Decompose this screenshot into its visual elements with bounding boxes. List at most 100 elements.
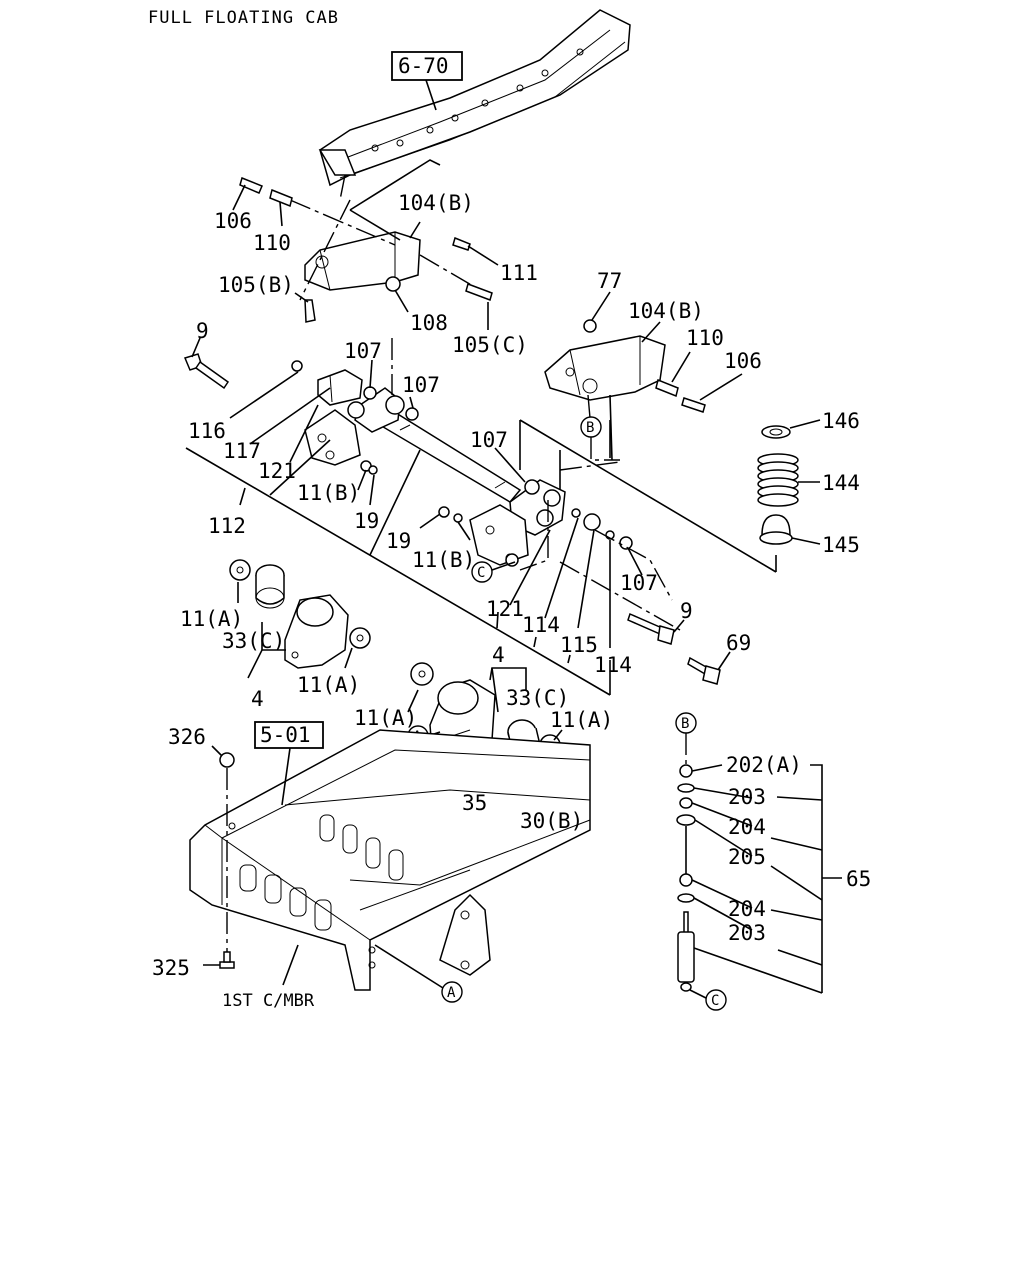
label-19-lower: 19 [386, 529, 411, 553]
label-106-upper: 106 [214, 209, 252, 233]
bolt-111 [452, 236, 471, 251]
label-77: 77 [597, 269, 622, 293]
label-203-upper: 203 [728, 785, 766, 809]
label-107c: 107 [470, 428, 508, 452]
label-110-upper: 110 [253, 231, 291, 255]
bolt-121 [505, 553, 519, 567]
label-4-left: 4 [251, 687, 264, 711]
callout-c-lower [705, 989, 727, 1011]
bracket-left [304, 231, 421, 292]
label-65: 65 [846, 867, 871, 891]
bolt-9-lower [627, 612, 675, 645]
torsion-bar [304, 387, 566, 566]
label-33c-left: 33(C) [222, 629, 285, 653]
label-117: 117 [223, 439, 261, 463]
nut-77 [583, 319, 597, 333]
label-116: 116 [188, 419, 226, 443]
label-111: 111 [500, 261, 538, 285]
bushing-204-upper [679, 797, 693, 809]
bolt-105c [465, 283, 493, 301]
bolt-9-upper [183, 353, 230, 390]
washer-11a-b [349, 627, 371, 649]
callout-b-upper-label: B [586, 420, 594, 436]
frame-rail [318, 9, 631, 187]
part-labels: 106 110 104(B) 111 105(B) 108 105(C) 77 … [152, 191, 871, 1011]
bolt-105b [304, 299, 316, 323]
coil-spring-144 [757, 453, 799, 507]
bolt-325 [219, 951, 235, 969]
label-115: 115 [560, 633, 598, 657]
label-326: 326 [168, 725, 206, 749]
label-33c-center: 33(C) [506, 686, 569, 710]
frame-ref-box [391, 51, 463, 81]
label-108: 108 [410, 311, 448, 335]
label-110-right: 110 [686, 326, 724, 350]
washer-107d [619, 536, 633, 550]
label-35: 35 [462, 791, 487, 815]
label-11a-a: 11(A) [180, 607, 243, 631]
washer-205 [676, 814, 696, 826]
label-121a: 121 [258, 459, 296, 483]
label-144: 144 [822, 471, 860, 495]
label-11b-upper: 11(B) [297, 481, 360, 505]
label-9-lower: 9 [680, 599, 693, 623]
callout-c-upper [471, 561, 493, 583]
washer-203-upper [677, 783, 695, 793]
diagram-title: FULL FLOATING CAB [148, 8, 339, 28]
bolt-106-right [681, 397, 706, 413]
label-11a-b: 11(A) [297, 673, 360, 697]
label-19-upper: 19 [354, 509, 379, 533]
frame-ref-label: 6-70 [398, 54, 449, 78]
bushing-115 [583, 513, 601, 531]
shock-absorber [677, 911, 695, 992]
mount-bracket-left [284, 594, 349, 669]
nut-19-upper [368, 465, 378, 475]
bolt-110-right [655, 378, 679, 398]
label-107b: 107 [402, 373, 440, 397]
nut-11b-lower [453, 513, 463, 523]
bolt-110-upper [269, 188, 293, 208]
label-121b: 121 [486, 597, 524, 621]
bracket-right [544, 335, 666, 401]
label-107a: 107 [344, 339, 382, 363]
washer-11a-a [229, 559, 251, 581]
label-203-lower: 203 [728, 921, 766, 945]
nut-326 [219, 752, 235, 768]
label-4-center: 4 [492, 643, 505, 667]
washer-107b [405, 407, 419, 421]
spring-seat-146 [761, 425, 791, 439]
label-107d: 107 [620, 571, 658, 595]
label-104b-left: 104(B) [398, 191, 474, 215]
label-202a: 202(A) [726, 753, 802, 777]
washer-11a-c [410, 662, 434, 686]
washer-107c [524, 479, 540, 495]
label-30b: 30(B) [520, 809, 583, 833]
callout-c-upper-label: C [477, 565, 485, 581]
washer-203-lower [677, 893, 695, 903]
label-69: 69 [726, 631, 751, 655]
bump-stopper-145 [759, 514, 793, 545]
label-105c: 105(C) [452, 333, 528, 357]
label-11a-d: 11(A) [550, 708, 613, 732]
label-204-lower: 204 [728, 897, 766, 921]
label-11b-lower: 11(B) [412, 548, 475, 572]
bolt-116-head [291, 360, 303, 372]
label-204-upper: 204 [728, 815, 766, 839]
nut-19-lower [438, 506, 450, 518]
callout-b-lower-label: B [681, 716, 689, 732]
washer-107a [363, 386, 377, 400]
label-114a: 114 [522, 613, 560, 637]
bushing-204-lower [679, 873, 693, 887]
label-114b: 114 [594, 653, 632, 677]
label-104b-right: 104(B) [628, 299, 704, 323]
label-106-right: 106 [724, 349, 762, 373]
callout-a-lower-label: A [447, 985, 456, 1001]
callout-a-lower [441, 981, 463, 1003]
pin-114a [571, 508, 581, 518]
crossmember-frame [189, 729, 591, 991]
label-325: 325 [152, 956, 190, 980]
label-146: 146 [822, 409, 860, 433]
label-9-upper: 9 [196, 319, 209, 343]
